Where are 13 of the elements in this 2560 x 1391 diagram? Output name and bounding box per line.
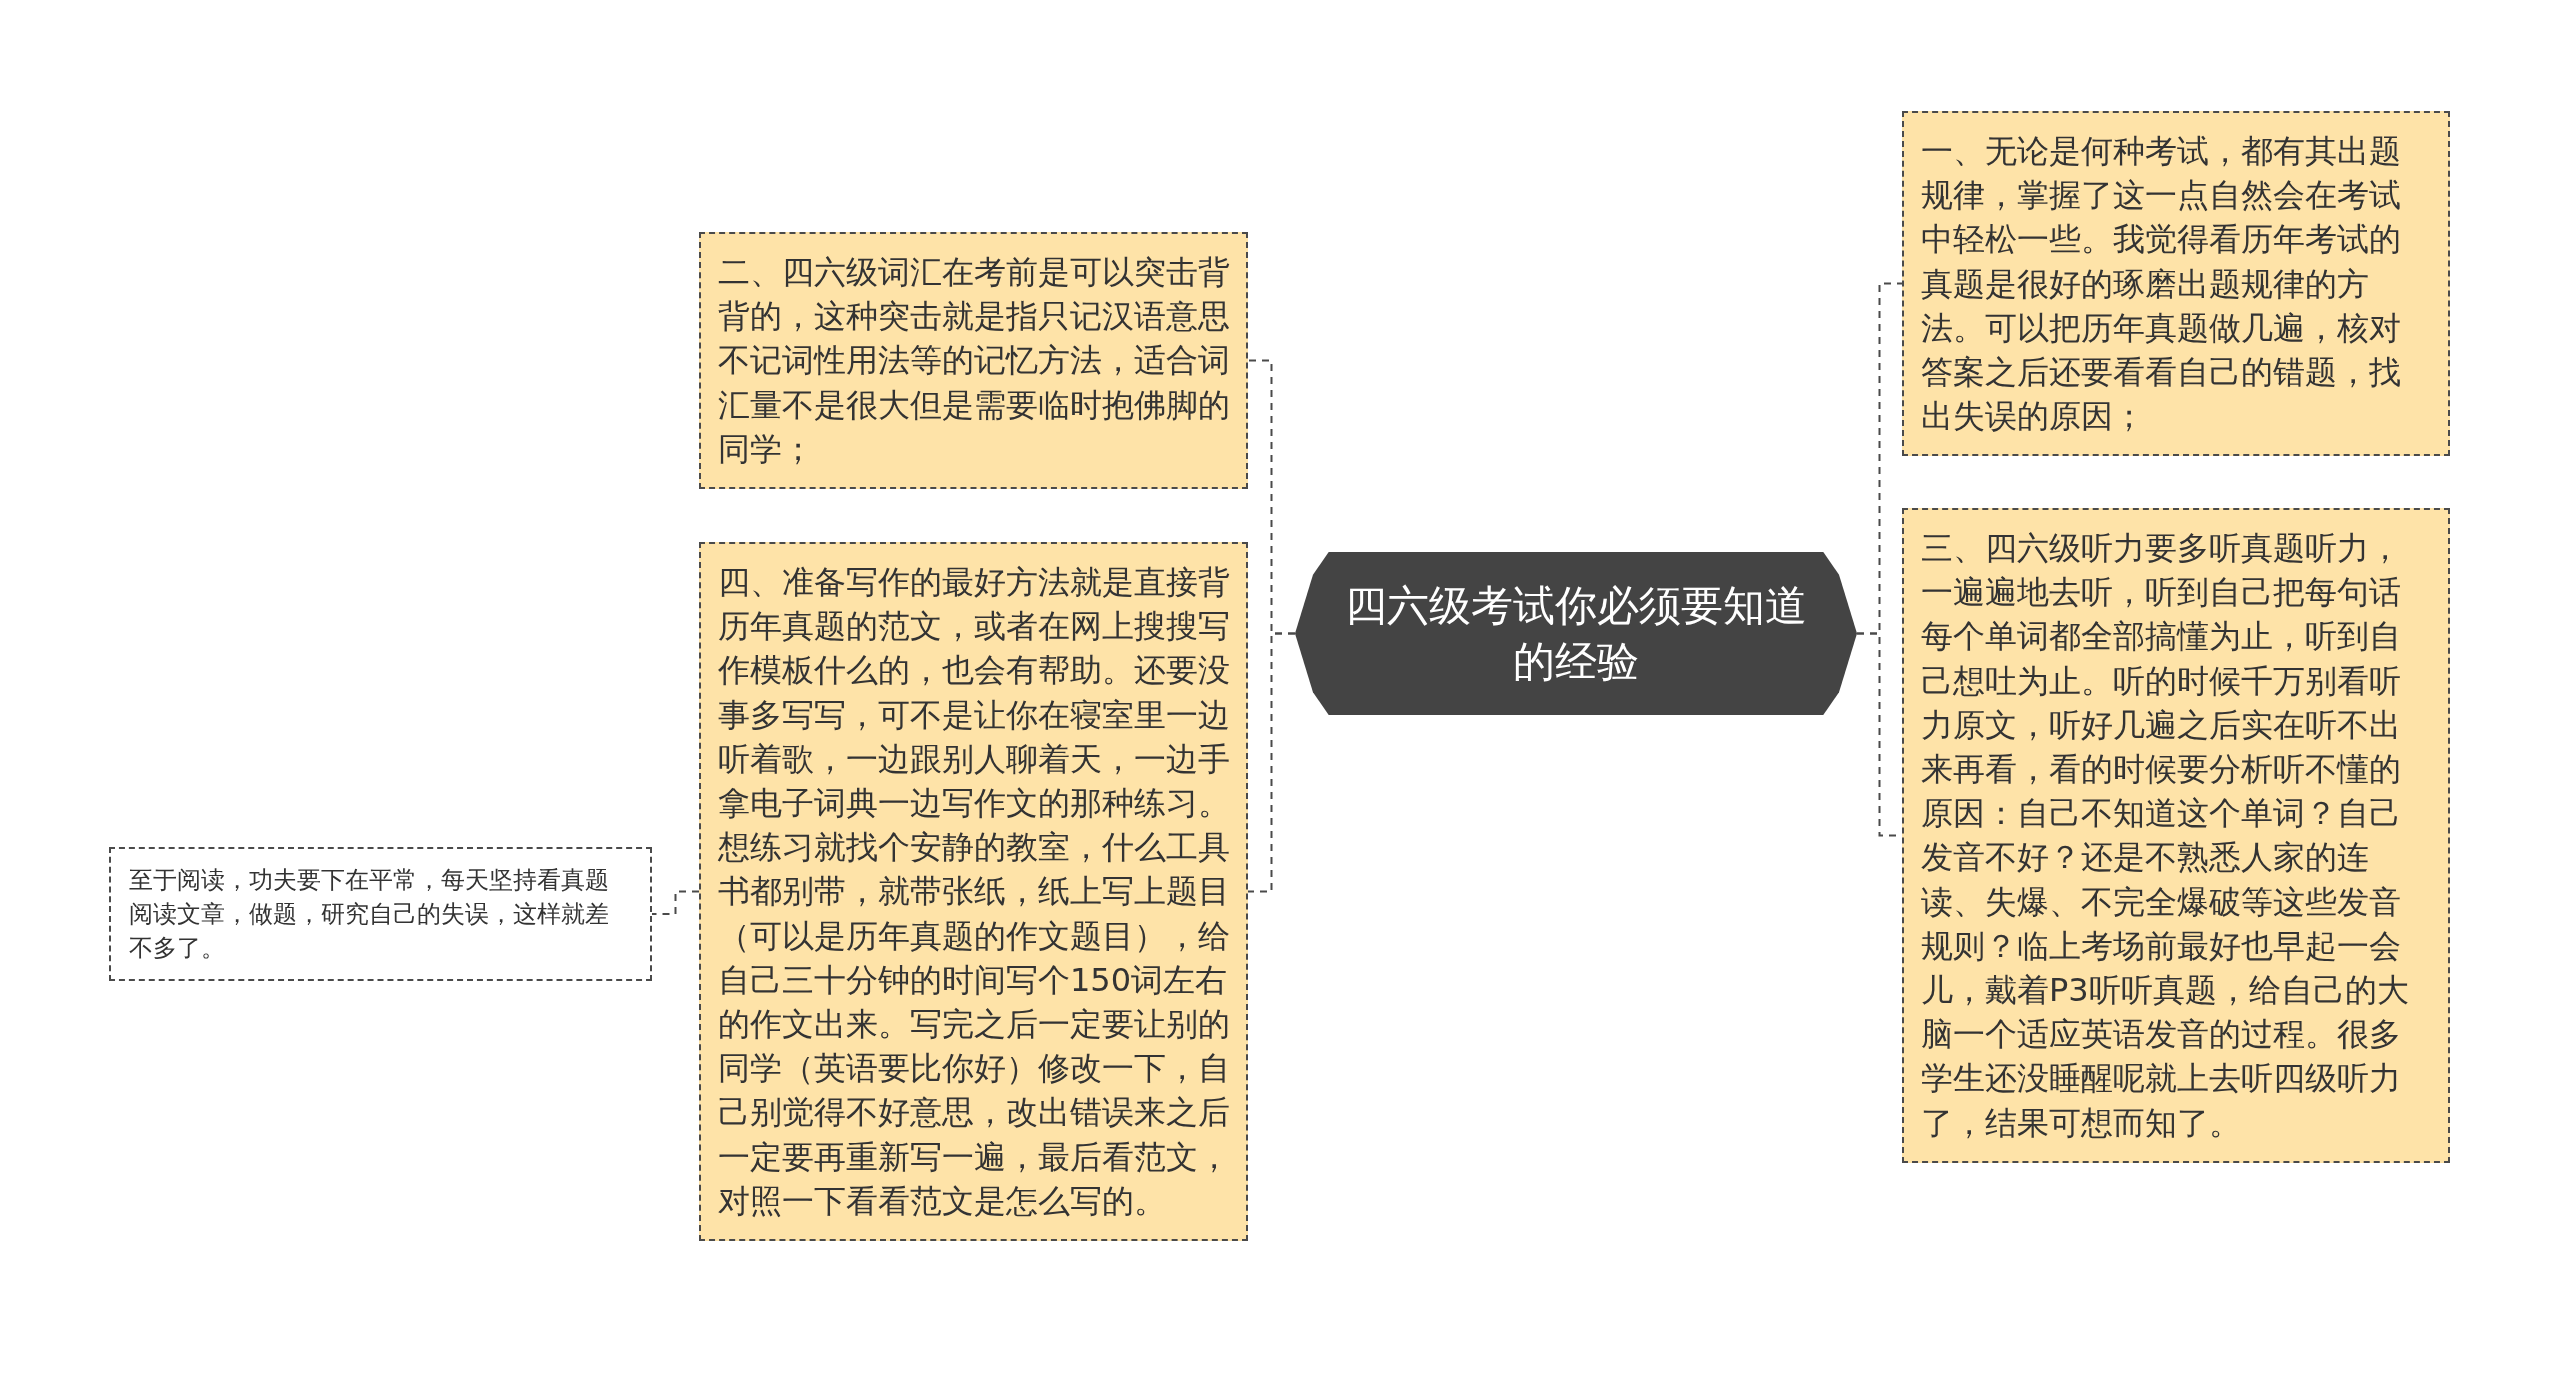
connector-line: [651, 890, 700, 915]
note-text: 一、无论是何种考试，都有其出题规律，掌握了这一点自然会在考试中轻松一些。我觉得看历年考试的真题是很好的琢磨出题规律的方法。可以把历年真题做几遍，核对答案之后还要看看自己的错题，找出失误的原因；: [1921, 131, 2402, 438]
note-card: [1902, 508, 2450, 1163]
note-card: [1902, 111, 2450, 457]
topic-title: 四六级考试你必须要知道的经验: [1344, 579, 1808, 688]
note-text: 四、准备写作的最好方法就是直接背历年真题的范文，或者在网上搜搜写作模板什么的，也会有帮助。还要没事多写写，可不是让你在寝室里一边听着歌，一边跟别人聊着天，一边手拿电子词典一边写作文的那种练习。想练习就找个安静的教室，什么工具书都别带，就带张纸，纸上写上题目（可以是历年真题的作文题目），给自己三十分钟的时间写个150词左右的作文出来。写完之后一定要让别的同学（英语要比你好）修改一下，自己别觉得不好意思，改出错误来之后一定要再重新写一遍，最后看范文，对照一下看看范文是怎么写的。: [718, 562, 1230, 1222]
note-card: [699, 232, 1248, 489]
connector-line: [1247, 632, 1296, 893]
note-text: 至于阅读，功夫要下在平常，每天坚持看真题阅读文章，做题，研究自己的失误，这样就差不多了。: [129, 865, 610, 964]
note-text: 三、四六级听力要多听真题听力，一遍遍地去听，听到自己把每句话每个单词都全部搞懂为止，听到自己想吐为止。听的时候千万别看听力原文，听好几遍之后实在听不出来再看，看的时候要分析听不懂的原因：自己不知道这个单词？自己发音不好？还是不熟悉人家的连读、失爆、不完全爆破等这些发音规则？临上考场前最好也早起一会儿，戴着P3听听真题，给自己的大脑一个适应英语发音的过程。很多学生还没睡醒呢就上去听四级听力了，结果可想而知了。: [1921, 528, 2410, 1144]
central-topic-hexagon: [1295, 552, 1857, 715]
note-card: [109, 847, 652, 981]
note-text: 二、四六级词汇在考前是可以突击背背的，这种突击就是指只记汉语意思不记词性用法等的记忆方法，适合词汇量不是很大但是需要临时抱佛脚的同学；: [718, 252, 1230, 470]
